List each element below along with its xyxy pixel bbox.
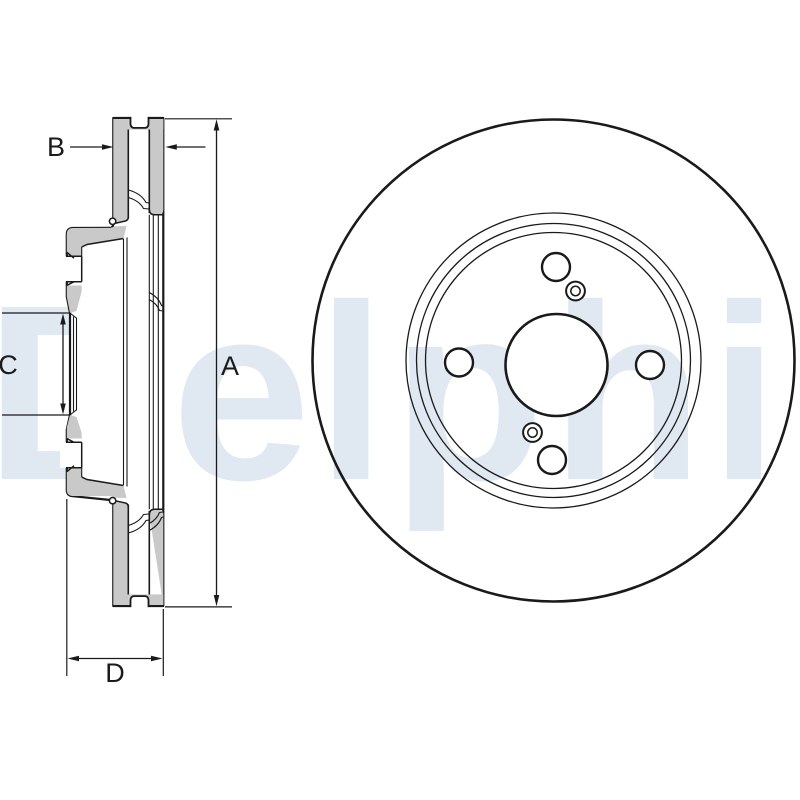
dimension-D: D	[66, 499, 164, 688]
dimension-label-d: D	[105, 658, 125, 688]
set-screw-hole-upper	[565, 280, 586, 302]
dimension-C: C	[0, 312, 70, 416]
hub-middle-ring	[415, 222, 692, 499]
hat-flange-bottom	[66, 467, 127, 498]
bore-wedge-top	[66, 285, 82, 313]
flange-bolt-hole-top	[60, 256, 82, 282]
bolt-hole-top	[540, 251, 572, 283]
bolt-hole-bottom	[536, 444, 568, 476]
hat-flange-top	[66, 226, 127, 257]
front-view	[311, 118, 796, 603]
friction-plate-left-bottom	[113, 500, 129, 605]
dimension-B: B	[47, 132, 206, 162]
hub-inner-ring	[424, 231, 683, 490]
dimension-label-b: B	[47, 132, 65, 162]
friction-plate-right-bottom	[149, 509, 164, 605]
set-screw-hole-lower	[522, 422, 543, 443]
flange-bolt-hole-bottom	[60, 442, 82, 468]
friction-plate-left-top	[113, 119, 129, 224]
center-bore	[504, 312, 609, 418]
dimension-label-a: A	[221, 351, 239, 381]
fillet-notch-bottom	[108, 496, 117, 505]
section-detail-lines	[66, 129, 164, 595]
bolt-hole-right	[634, 349, 666, 381]
dimension-label-c: C	[0, 350, 18, 380]
bolt-hole-left	[443, 347, 475, 378]
bore-wedge-bottom	[66, 415, 82, 439]
vent-notch-bottom	[129, 595, 150, 608]
cross-section-view	[60, 116, 165, 608]
disc-outer-edge	[311, 118, 796, 603]
hub-outer-ring	[405, 212, 702, 509]
fillet-notch-top	[108, 217, 117, 226]
friction-plate-right-top	[149, 119, 164, 215]
dimension-A: A	[165, 118, 239, 608]
vent-notch-top	[129, 116, 150, 129]
